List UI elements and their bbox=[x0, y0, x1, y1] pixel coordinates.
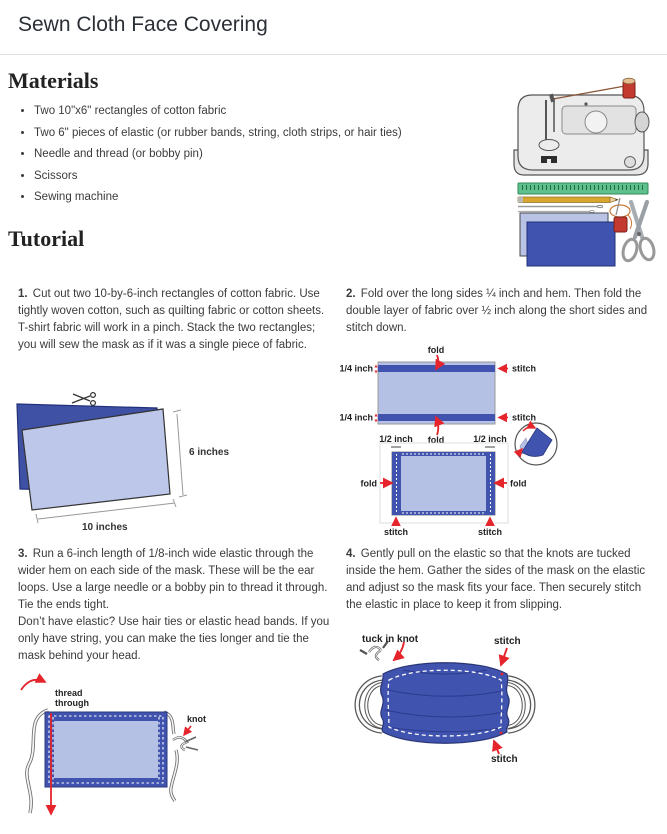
material-item: Needle and thread (or bobby pin) bbox=[34, 147, 514, 162]
thread-through-label-2: through bbox=[55, 698, 89, 708]
step-number: 3. bbox=[18, 548, 28, 560]
fold-detail-inset bbox=[513, 420, 558, 466]
tutorial-step-3: 3. Run a 6-inch length of 1/8-inch wide … bbox=[18, 546, 336, 665]
ear-loop-left bbox=[354, 675, 383, 734]
step-number: 2. bbox=[346, 288, 356, 300]
tutorial-step-1: 1. Cut out two 10-by-6-inch rectangles o… bbox=[18, 286, 331, 354]
half-inch-left-label: 1/2 inch bbox=[379, 434, 413, 444]
height-label: 6 inches bbox=[189, 447, 229, 458]
stitch-bottom-label: stitch bbox=[512, 413, 536, 423]
scissors-icon bbox=[621, 199, 656, 263]
thread-through-label-1: thread bbox=[55, 688, 83, 698]
material-item: Scissors bbox=[34, 169, 514, 184]
fold-top-label: fold bbox=[428, 345, 445, 355]
pencil-icon bbox=[517, 196, 620, 203]
hemmed-mask-rect bbox=[44, 711, 168, 788]
stitch-bottom-label: stitch bbox=[491, 754, 518, 765]
half-inch-right-label: 1/2 inch bbox=[473, 434, 507, 444]
knot-icon bbox=[359, 640, 389, 661]
step-text: Gently pull on the elastic so that the k… bbox=[346, 548, 646, 611]
ear-loop-right bbox=[507, 675, 536, 734]
elastic-right bbox=[163, 710, 199, 802]
material-item: Two 10"x6" rectangles of cotton fabric bbox=[34, 104, 514, 119]
stitch-right-label: stitch bbox=[478, 527, 502, 537]
long-side-hem-rect bbox=[377, 361, 496, 425]
fold-left-label: fold bbox=[361, 479, 378, 489]
fabric-swatches-icon bbox=[519, 212, 616, 267]
stitch-top-label: stitch bbox=[512, 364, 536, 374]
elastic-left bbox=[25, 708, 49, 814]
step-text: Fold over the long sides ¼ inch and hem.… bbox=[346, 288, 648, 334]
page-title: Sewn Cloth Face Covering bbox=[18, 13, 268, 36]
materials-list: Two 10"x6" rectangles of cotton fabric T… bbox=[18, 104, 514, 212]
stitch-top-arrow bbox=[498, 647, 510, 667]
knot-arrow bbox=[183, 725, 193, 737]
quarter-inch-top-label: 1/4 inch bbox=[340, 364, 373, 374]
thread-spool-icon bbox=[609, 197, 633, 233]
tutorial-step-2: 2. Fold over the long sides ¼ inch and h… bbox=[346, 286, 659, 337]
supplies-illustration bbox=[513, 77, 656, 267]
fold-bottom-label: fold bbox=[428, 435, 445, 445]
short-side-hem-rect bbox=[391, 451, 496, 516]
mask-body bbox=[380, 662, 510, 744]
light-fabric-rect bbox=[21, 408, 171, 511]
step-text: Run a 6-inch length of 1/8-inch wide ela… bbox=[18, 548, 328, 611]
width-label: 10 inches bbox=[82, 522, 128, 533]
step-number: 4. bbox=[346, 548, 356, 560]
tuck-arrow bbox=[392, 641, 405, 662]
finished-mask-diagram: tuck in knot stitch stitch bbox=[354, 634, 536, 765]
width-dimension-line bbox=[35, 498, 177, 524]
step-text-2: Don’t have elastic? Use hair ties or ela… bbox=[18, 616, 330, 662]
tuck-in-knot-label: tuck in knot bbox=[362, 634, 419, 645]
title-divider bbox=[0, 54, 667, 55]
scissors-icon bbox=[71, 392, 97, 407]
needles-icon bbox=[518, 204, 604, 213]
fold-right-label: fold bbox=[510, 479, 527, 489]
material-item: Sewing machine bbox=[34, 190, 514, 205]
quarter-tick-top bbox=[374, 364, 378, 374]
materials-heading: Materials bbox=[8, 68, 99, 93]
tutorial-heading: Tutorial bbox=[8, 226, 85, 251]
thread-direction-arrow bbox=[20, 673, 47, 691]
fold-bottom-arrow bbox=[434, 415, 445, 436]
stitch-top-label: stitch bbox=[494, 636, 521, 647]
tutorial-step-4: 4. Gently pull on the elastic so that th… bbox=[346, 546, 659, 614]
step-text: Cut out two 10-by-6-inch rectangles of c… bbox=[18, 288, 325, 351]
fold-top-arrow bbox=[435, 354, 446, 371]
step-number: 1. bbox=[18, 288, 28, 300]
hem-diagram: fold 1/4 inch stitch 1/4 inch stitch fol… bbox=[340, 345, 558, 537]
ruler-icon bbox=[517, 182, 649, 195]
stitch-left-label: stitch bbox=[384, 527, 408, 537]
stitch-bottom-arrow bbox=[492, 739, 503, 755]
knot-label: knot bbox=[187, 714, 206, 724]
material-item: Two 6" pieces of elastic (or rubber band… bbox=[34, 126, 514, 141]
quarter-inch-bottom-label: 1/4 inch bbox=[340, 413, 373, 423]
knot-icon bbox=[172, 736, 199, 752]
thread-diagram: thread through knot bbox=[20, 673, 206, 816]
quarter-tick-bottom bbox=[374, 413, 378, 423]
sewing-machine-icon bbox=[513, 77, 650, 176]
height-dimension-line bbox=[172, 409, 188, 498]
cut-diagram: 6 inches 10 inches bbox=[16, 392, 229, 533]
